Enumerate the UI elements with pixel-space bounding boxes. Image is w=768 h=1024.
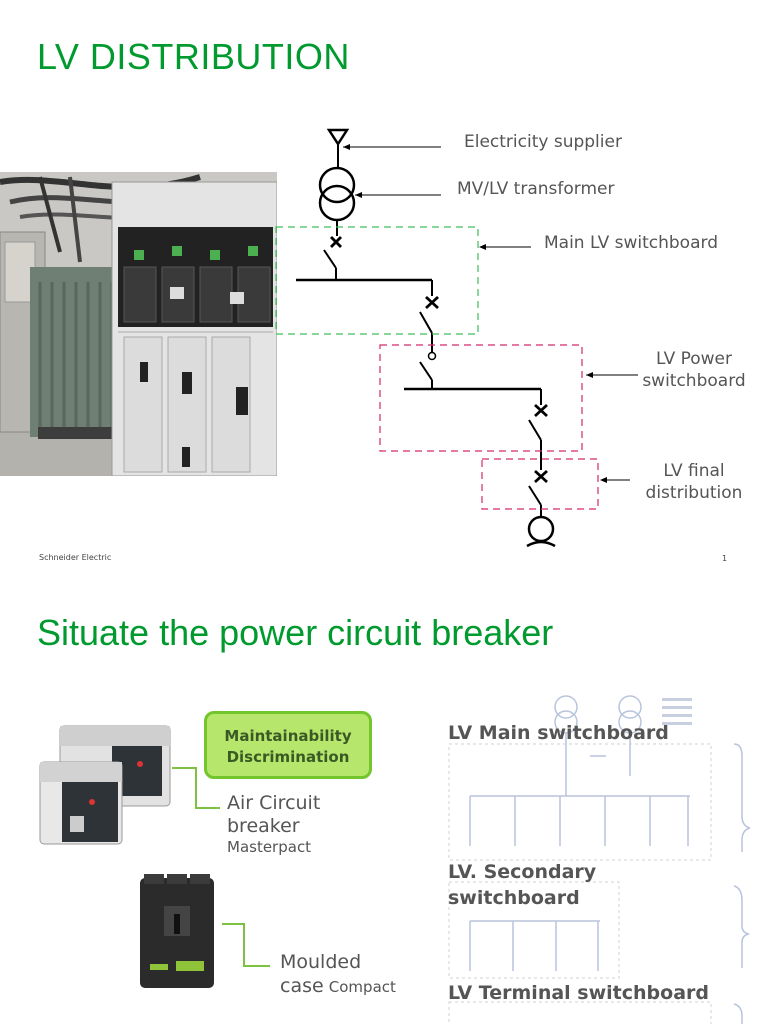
label-lv-power-line1: LV Power (655, 349, 733, 369)
label-main-lv-switchboard: Main LV switchboard (544, 233, 718, 253)
moulded-case-label: Moulded case Compact (280, 950, 396, 999)
switchgear-photo (0, 172, 277, 476)
label-lv-power-line2: switchboard (642, 371, 746, 391)
slide-lv-distribution: LV DISTRIBUTION (0, 36, 746, 563)
faded-switchboard-diagram (448, 695, 751, 1024)
mccb-line-2: case (280, 975, 324, 997)
slide-situate-breaker: Situate the power circuit breaker (0, 576, 768, 1024)
label-lv-power-switchboard: LV Power switchboard (642, 348, 746, 392)
lv-terminal-switchboard-heading: LV Terminal switchboard (448, 982, 709, 1004)
lv-secondary-switchboard-heading: LV. Secondary switchboard (448, 859, 596, 911)
label-mv-lv-transformer: MV/LV transformer (457, 179, 615, 199)
acb-line-1: Air Circuit (227, 792, 321, 814)
air-circuit-breaker-label: Air Circuit breaker Masterpact (227, 792, 320, 856)
single-line-diagram (275, 128, 638, 548)
mccb-line-1: Moulded (280, 951, 362, 973)
slide-title: LV DISTRIBUTION (37, 36, 350, 77)
secondary-line-2: switchboard (448, 887, 580, 909)
mccb-product: Compact (328, 978, 396, 996)
slide-title-2: Situate the power circuit breaker (37, 612, 554, 653)
label-lv-final-line2: distribution (645, 483, 743, 503)
badge-line-2: Discrimination (226, 748, 350, 766)
footer-company: Schneider Electric (39, 553, 112, 562)
secondary-line-1: LV. Secondary (448, 861, 597, 883)
maintainability-discrimination-badge: Maintainability Discrimination (204, 711, 372, 779)
acb-product: Masterpact (227, 838, 312, 856)
acb-line-2: breaker (227, 815, 300, 837)
label-lv-final-distribution: LV final distribution (645, 460, 743, 504)
label-electricity-supplier: Electricity supplier (464, 132, 622, 152)
page-number: 1 (722, 554, 728, 563)
label-lv-final-line1: LV final (663, 461, 725, 481)
badge-line-1: Maintainability (224, 727, 352, 745)
lv-main-switchboard-heading: LV Main switchboard (448, 722, 669, 744)
